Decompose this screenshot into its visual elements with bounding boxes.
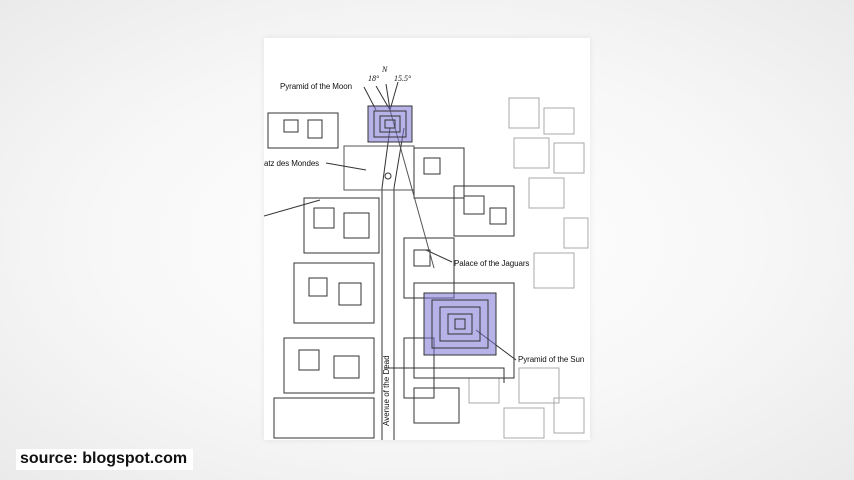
leader-platz — [325, 162, 367, 171]
west-temple-8 — [333, 355, 360, 379]
west-temple-7 — [298, 349, 320, 371]
west-temple-4 — [343, 212, 370, 239]
pyramid-moon — [367, 105, 413, 143]
grid-cell — [533, 252, 575, 289]
source-caption: source: blogspot.com — [16, 449, 194, 470]
east-complex-2 — [453, 185, 515, 237]
leader-jaguars — [425, 249, 453, 263]
west-complex-3 — [293, 262, 375, 324]
label-pyramid-sun: Pyramid of the Sun — [518, 355, 585, 364]
map-drawing — [264, 81, 589, 440]
east-temple-2 — [463, 195, 485, 215]
west-temple-1 — [283, 119, 299, 133]
teotihuacan-map: Pyramid of the Moon atz des Mondes Palac… — [264, 38, 590, 440]
label-pyramid-moon: Pyramid of the Moon — [280, 82, 352, 91]
grid-cell — [553, 397, 585, 434]
compass-angle-right: 15.5° — [394, 74, 412, 83]
grid-cell — [563, 217, 589, 249]
label-avenue-dead: Avenue of the Dead — [382, 355, 391, 426]
west-complex-1 — [267, 112, 339, 149]
grid-cell — [508, 97, 540, 129]
label-platz-des-mondes: atz des Mondes — [264, 159, 320, 168]
grid-cell — [518, 367, 560, 404]
compass-angle-left: 18° — [368, 74, 380, 83]
west-complex-2 — [303, 197, 380, 254]
west-complex-4 — [283, 337, 375, 394]
grid-cell — [468, 377, 500, 404]
grid-cell — [513, 137, 550, 169]
moon-plaza-altar — [384, 172, 392, 180]
east-complex-1 — [413, 147, 465, 199]
jaguar-palace-court — [413, 249, 431, 267]
west-temple-6 — [338, 282, 362, 306]
sun-enclosure — [413, 282, 515, 379]
sun-platform-edge — [384, 367, 505, 383]
east-temple-3 — [489, 207, 507, 225]
leader-west — [264, 199, 321, 217]
grid-cell — [543, 107, 575, 135]
east-complex-4 — [413, 387, 460, 424]
grid-cell — [528, 177, 565, 209]
west-temple-2 — [307, 119, 323, 139]
east-temple-1 — [423, 157, 441, 175]
compass-ray-right — [389, 81, 399, 111]
west-temple-5 — [308, 277, 328, 297]
compass-north: N — [382, 65, 388, 74]
label-palace-jaguars: Palace of the Jaguars — [454, 259, 530, 268]
grid-cell — [503, 407, 545, 439]
grid-cell — [553, 142, 585, 174]
west-temple-3 — [313, 207, 335, 229]
west-complex-5 — [273, 397, 375, 439]
jaguar-palace — [403, 237, 455, 299]
pyramid-sun — [423, 292, 497, 356]
